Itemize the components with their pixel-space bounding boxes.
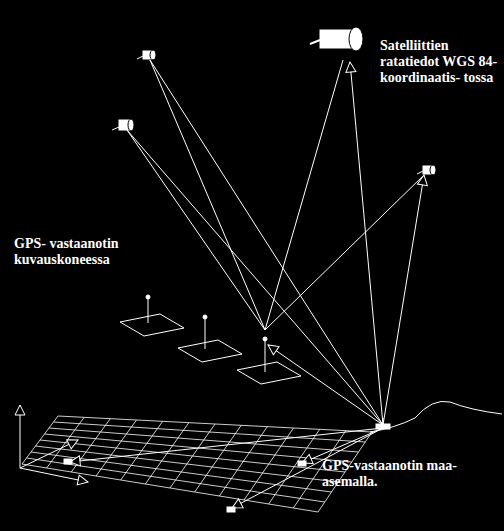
grid-line xyxy=(31,452,332,492)
ground-receiver-label: GPS-vastaanotin maa-asemalla. xyxy=(322,458,482,490)
photo-frames xyxy=(120,295,301,384)
control-points xyxy=(64,459,306,512)
grid-line xyxy=(36,446,339,482)
grid-line xyxy=(40,440,345,472)
axes xyxy=(20,405,88,482)
ground-station xyxy=(376,418,390,429)
grid-line xyxy=(27,458,325,502)
camera-receiver-label: GPS- vastaanotin kuvauskoneessa xyxy=(14,236,134,268)
signal-lines xyxy=(127,60,424,425)
ground-grid xyxy=(22,416,372,512)
grid-line xyxy=(22,464,318,512)
satellite-label: Satelliittien ratatiedot WGS 84- koordin… xyxy=(380,38,498,86)
grid-line xyxy=(58,416,372,432)
terrain-line xyxy=(370,401,502,432)
